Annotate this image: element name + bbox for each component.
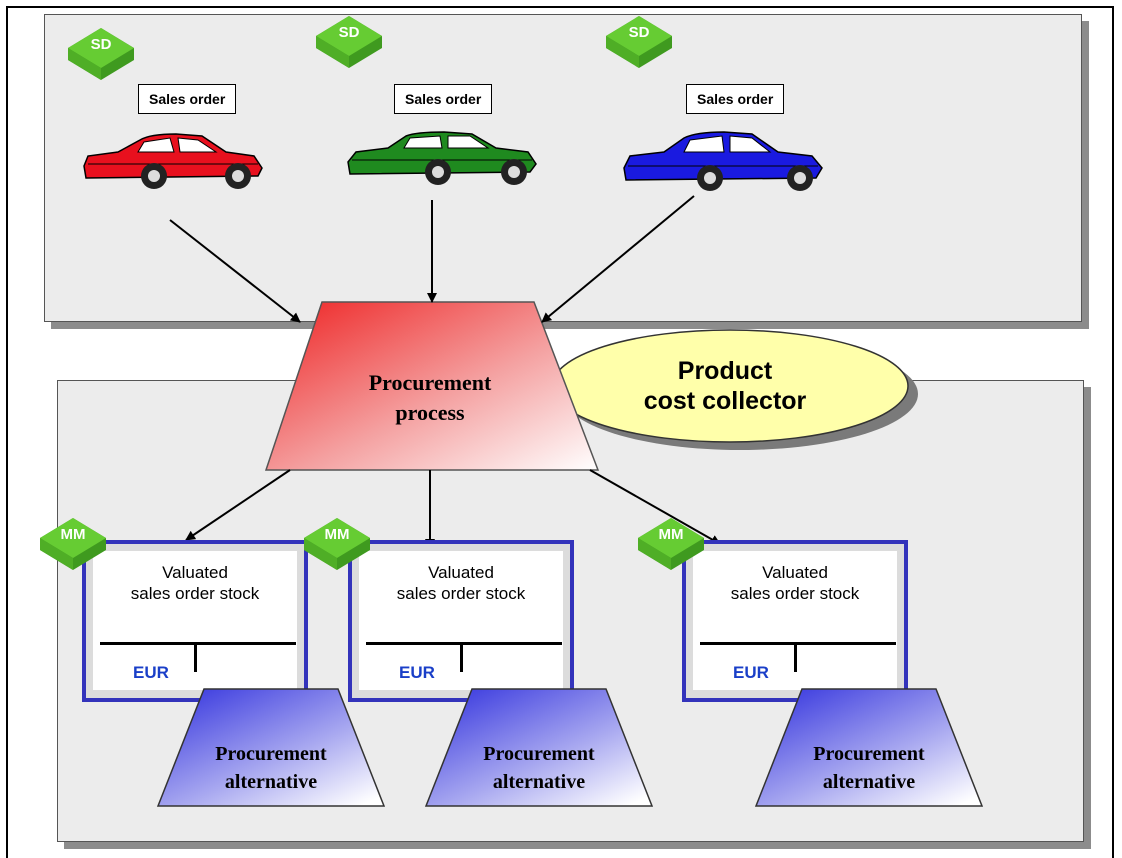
alt-line1: Procurement: [215, 743, 327, 765]
procurement-process-label: Procurement process: [320, 368, 540, 428]
sales-order-stock-3: Valuated sales order stock EUR: [682, 540, 908, 702]
cost-collector-line1: Product: [677, 357, 773, 385]
sd-badge-1: SD: [64, 24, 138, 88]
stock-divider: [100, 642, 296, 645]
procurement-alternative-1: Procurement alternative: [156, 688, 386, 808]
stock-inner: Valuated sales order stock EUR: [93, 551, 297, 690]
alt-line1: Procurement: [483, 743, 595, 765]
currency-label: EUR: [733, 663, 769, 682]
sd-badge-icon: [606, 16, 672, 68]
arrow-order3-to-process: [541, 195, 695, 323]
stock-title-line2: sales order stock: [396, 584, 526, 603]
sales-order-label-3: Sales order: [686, 84, 785, 114]
stock-title-line1: Valuated: [162, 563, 228, 582]
stock-title-line2: sales order stock: [730, 584, 860, 603]
procurement-process-line1: Procurement: [368, 370, 492, 395]
stock-title: Valuated sales order stock: [359, 562, 563, 604]
stock-divider: [366, 642, 562, 645]
alt-line2: alternative: [822, 771, 916, 793]
green-car-icon: [347, 131, 537, 185]
currency-label: EUR: [133, 663, 169, 682]
stock-title-line1: Valuated: [428, 563, 494, 582]
mm-badge-2: MM: [300, 514, 374, 578]
sd-badge-icon: [68, 28, 134, 80]
procurement-alternative-3: Procurement alternative: [754, 688, 984, 808]
sales-order-label-1: Sales order: [138, 84, 237, 114]
arrow-process-to-stock1: [185, 469, 291, 541]
procurement-alternative-label: Procurement alternative: [754, 740, 984, 796]
stock-stem: [794, 644, 797, 672]
stock-divider: [700, 642, 896, 645]
procurement-process-line2: process: [395, 400, 465, 425]
arrow-process-to-stock3: [589, 469, 721, 545]
mm-badge-label: MM: [658, 526, 684, 543]
procurement-alternative-label: Procurement alternative: [156, 740, 386, 796]
sales-order-stock-2: Valuated sales order stock EUR: [348, 540, 574, 702]
stock-title-line2: sales order stock: [130, 584, 260, 603]
page-frame: [6, 6, 1114, 858]
red-car-icon: [83, 133, 263, 189]
alt-line2: alternative: [224, 771, 318, 793]
currency-label: EUR: [399, 663, 435, 682]
mm-badge-label: MM: [60, 526, 86, 543]
sd-badge-3: SD: [602, 12, 676, 76]
procurement-alternative-2: Procurement alternative: [424, 688, 654, 808]
procurement-alternative-shape: [754, 688, 984, 807]
mm-badge-icon: [40, 518, 106, 570]
mm-badge-1: MM: [36, 514, 110, 578]
stock-stem: [460, 644, 463, 672]
mm-badge-icon: [304, 518, 370, 570]
cost-collector-label: Product cost collector: [610, 356, 840, 416]
sd-badge-label: SD: [90, 36, 112, 53]
stock-stem: [194, 644, 197, 672]
sd-badge-label: SD: [338, 24, 360, 41]
sd-badge-2: SD: [312, 12, 386, 76]
blue-car-icon: [623, 131, 823, 191]
stock-title: Valuated sales order stock: [693, 562, 897, 604]
mm-badge-label: MM: [324, 526, 350, 543]
procurement-process-shape: [264, 301, 600, 471]
stock-title-line1: Valuated: [762, 563, 828, 582]
mm-badge-3: MM: [634, 514, 708, 578]
procurement-alternative-shape: [156, 688, 386, 807]
sales-order-label-2: Sales order: [394, 84, 493, 114]
sd-badge-label: SD: [628, 24, 650, 41]
sd-badge-icon: [316, 16, 382, 68]
alt-line1: Procurement: [813, 743, 925, 765]
mm-badge-icon: [638, 518, 704, 570]
arrow-order1-to-process: [169, 219, 301, 323]
cost-collector-line2: cost collector: [643, 387, 807, 415]
procurement-alternative-label: Procurement alternative: [424, 740, 654, 796]
sales-order-stock-1: Valuated sales order stock EUR: [82, 540, 308, 702]
alt-line2: alternative: [492, 771, 586, 793]
procurement-alternative-shape: [424, 688, 654, 807]
cost-collector-ellipse: [551, 329, 918, 450]
stock-title: Valuated sales order stock: [93, 562, 297, 604]
